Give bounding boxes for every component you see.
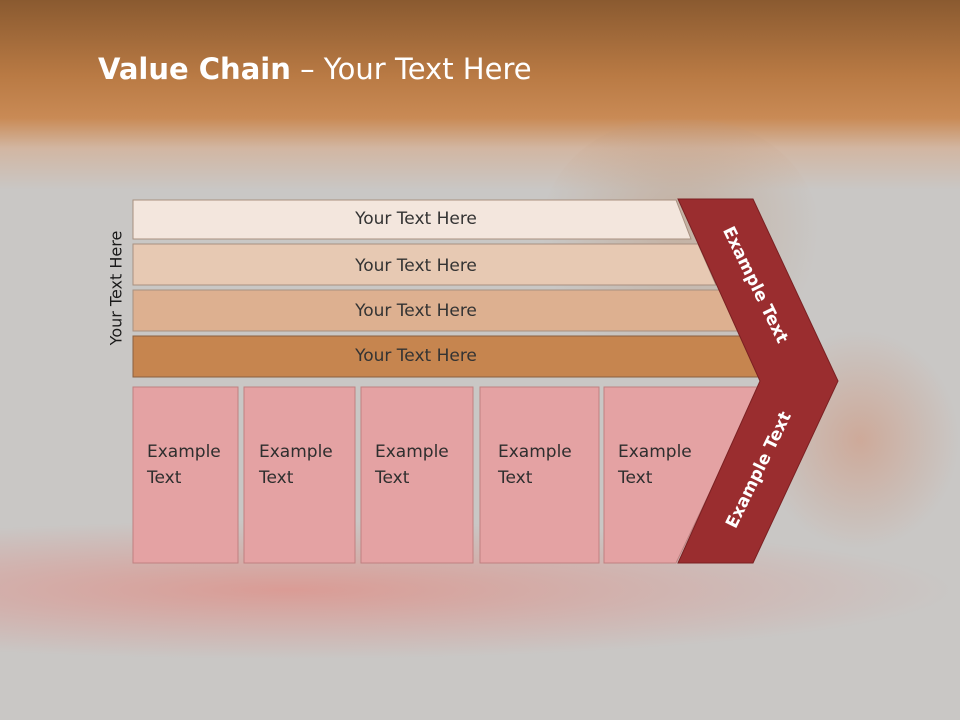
activity-box-3[interactable] xyxy=(360,386,474,564)
box-text-5-line2: Text xyxy=(618,468,653,488)
row-label-3: Your Text Here xyxy=(355,301,477,321)
activity-box-5[interactable] xyxy=(603,386,761,564)
box-text-3-line1: Example xyxy=(375,442,449,462)
row-band-2[interactable] xyxy=(132,243,717,286)
activity-box-2[interactable] xyxy=(243,386,356,564)
box-text-2-line1: Example xyxy=(259,442,333,462)
box-text-1-line2: Text xyxy=(147,468,182,488)
box-text-2-line2: Text xyxy=(259,468,294,488)
activity-box-1[interactable] xyxy=(132,386,239,564)
slide-title: Value Chain – Your Text Here xyxy=(98,52,532,86)
activity-box-4[interactable] xyxy=(479,386,600,564)
chevron-arrow[interactable] xyxy=(677,198,839,564)
box-text-3-line2: Text xyxy=(375,468,410,488)
box-text-4-line1: Example xyxy=(498,442,572,462)
box-text-5-line1: Example xyxy=(618,442,692,462)
title-bold: Value Chain xyxy=(98,52,291,86)
header-band xyxy=(0,0,960,190)
row-label-4: Your Text Here xyxy=(355,346,477,366)
box-text-1-line1: Example xyxy=(147,442,221,462)
title-rest: – Your Text Here xyxy=(290,52,532,86)
row-label-2: Your Text Here xyxy=(355,256,477,276)
box-text-4-line2: Text xyxy=(498,468,533,488)
row-label-1: Your Text Here xyxy=(355,209,477,229)
row-band-1[interactable] xyxy=(132,199,692,240)
